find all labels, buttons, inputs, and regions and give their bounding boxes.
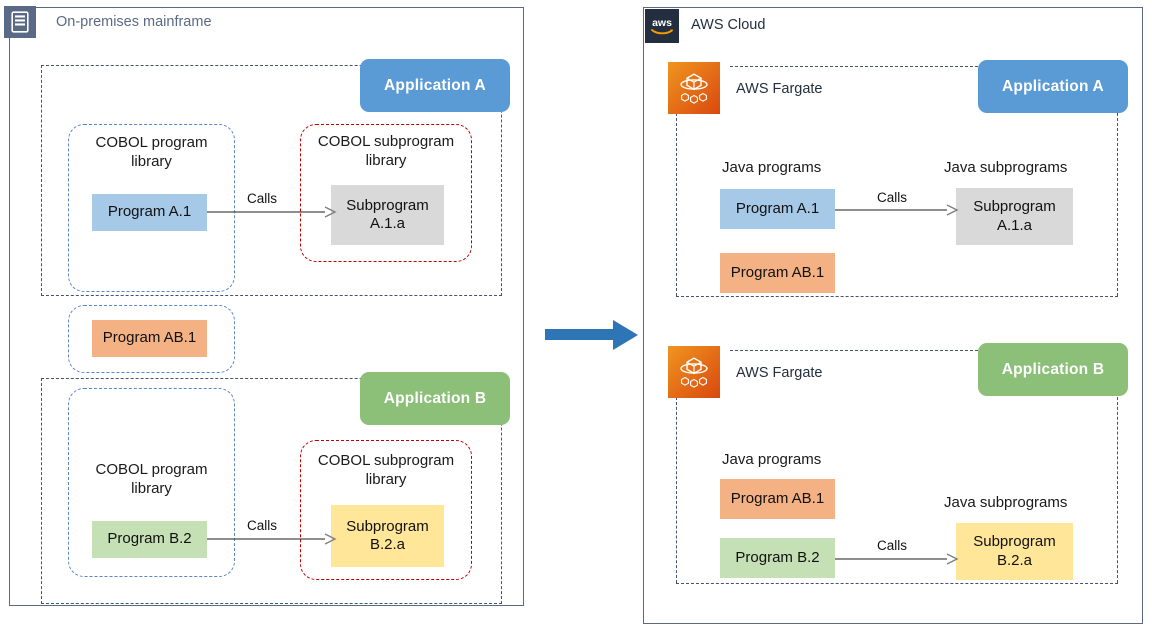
aws-application-a-badge: Application A: [978, 60, 1128, 113]
java-subprograms-caption-b: Java subprograms: [944, 494, 1068, 511]
cobol-program-library-b-caption: COBOL program library: [95, 461, 208, 497]
cobol-program-library-b: [68, 388, 235, 577]
program-box-ab1-onprem: Program AB.1: [92, 320, 207, 357]
cobol-subprogram-library-b-caption: COBOL subprogram library: [317, 452, 455, 488]
application-a-region: [41, 65, 502, 296]
on-premises-title: On-premises mainframe: [56, 14, 212, 30]
migration-arrow-icon: [545, 320, 638, 350]
cobol-subprogram-library-a-caption: COBOL subprogram library: [317, 133, 455, 169]
aws-fargate-icon-a: [668, 62, 720, 114]
java-programs-caption-a: Java programs: [722, 159, 822, 176]
calls-label-aws-a: Calls: [877, 190, 908, 205]
java-programs-caption-b: Java programs: [722, 451, 822, 468]
aws-application-b-badge: Application B: [978, 343, 1128, 396]
subprogram-box-a1a: Subprogram A.1.a: [331, 185, 444, 245]
calls-label-onprem-b: Calls: [247, 518, 278, 533]
subprogram-box-b2a: Subprogram B.2.a: [331, 505, 444, 567]
aws-fargate-icon-b: [668, 346, 720, 398]
fargate-a-region-right: [1117, 113, 1118, 296]
cobol-program-library-a: [68, 124, 235, 292]
aws-subprogram-box-a1a: Subprogram A.1.a: [956, 188, 1073, 245]
fargate-a-region-top: [730, 66, 1118, 67]
aws-logo-icon: aws: [645, 9, 679, 43]
calls-label-aws-b: Calls: [877, 538, 908, 553]
program-box-a1: Program A.1: [92, 194, 207, 231]
aws-program-box-ab1-b: Program AB.1: [720, 479, 835, 519]
fargate-b-region-left: [676, 397, 677, 583]
calls-label-onprem-a: Calls: [247, 191, 278, 206]
cobol-subprogram-library-b: [300, 440, 472, 580]
fargate-a-region-bottom: [676, 296, 1118, 297]
program-box-b2: Program B.2: [92, 521, 207, 558]
fargate-b-region-bottom: [676, 583, 1118, 584]
aws-cloud-title: AWS Cloud: [691, 17, 766, 33]
svg-text:aws: aws: [652, 17, 672, 29]
aws-program-box-b2: Program B.2: [720, 538, 835, 578]
application-a-badge: Application A: [360, 59, 510, 112]
aws-program-box-ab1-a: Program AB.1: [720, 253, 835, 293]
cobol-shared-library: [68, 305, 235, 373]
application-b-region: [41, 378, 502, 604]
fargate-b-region-top: [730, 350, 1118, 351]
aws-fargate-label-a: AWS Fargate: [736, 81, 823, 97]
aws-subprogram-box-b2a: Subprogram B.2.a: [956, 523, 1073, 580]
java-subprograms-caption-a: Java subprograms: [944, 159, 1068, 176]
aws-program-box-a1: Program A.1: [720, 189, 835, 229]
application-b-badge: Application B: [360, 372, 510, 425]
aws-fargate-label-b: AWS Fargate: [736, 365, 823, 381]
mainframe-icon: [4, 6, 36, 38]
fargate-a-region-left: [676, 113, 677, 296]
cobol-subprogram-library-a: [300, 124, 472, 262]
fargate-b-region-right: [1117, 397, 1118, 583]
cobol-program-library-a-caption: COBOL program library: [95, 134, 208, 170]
